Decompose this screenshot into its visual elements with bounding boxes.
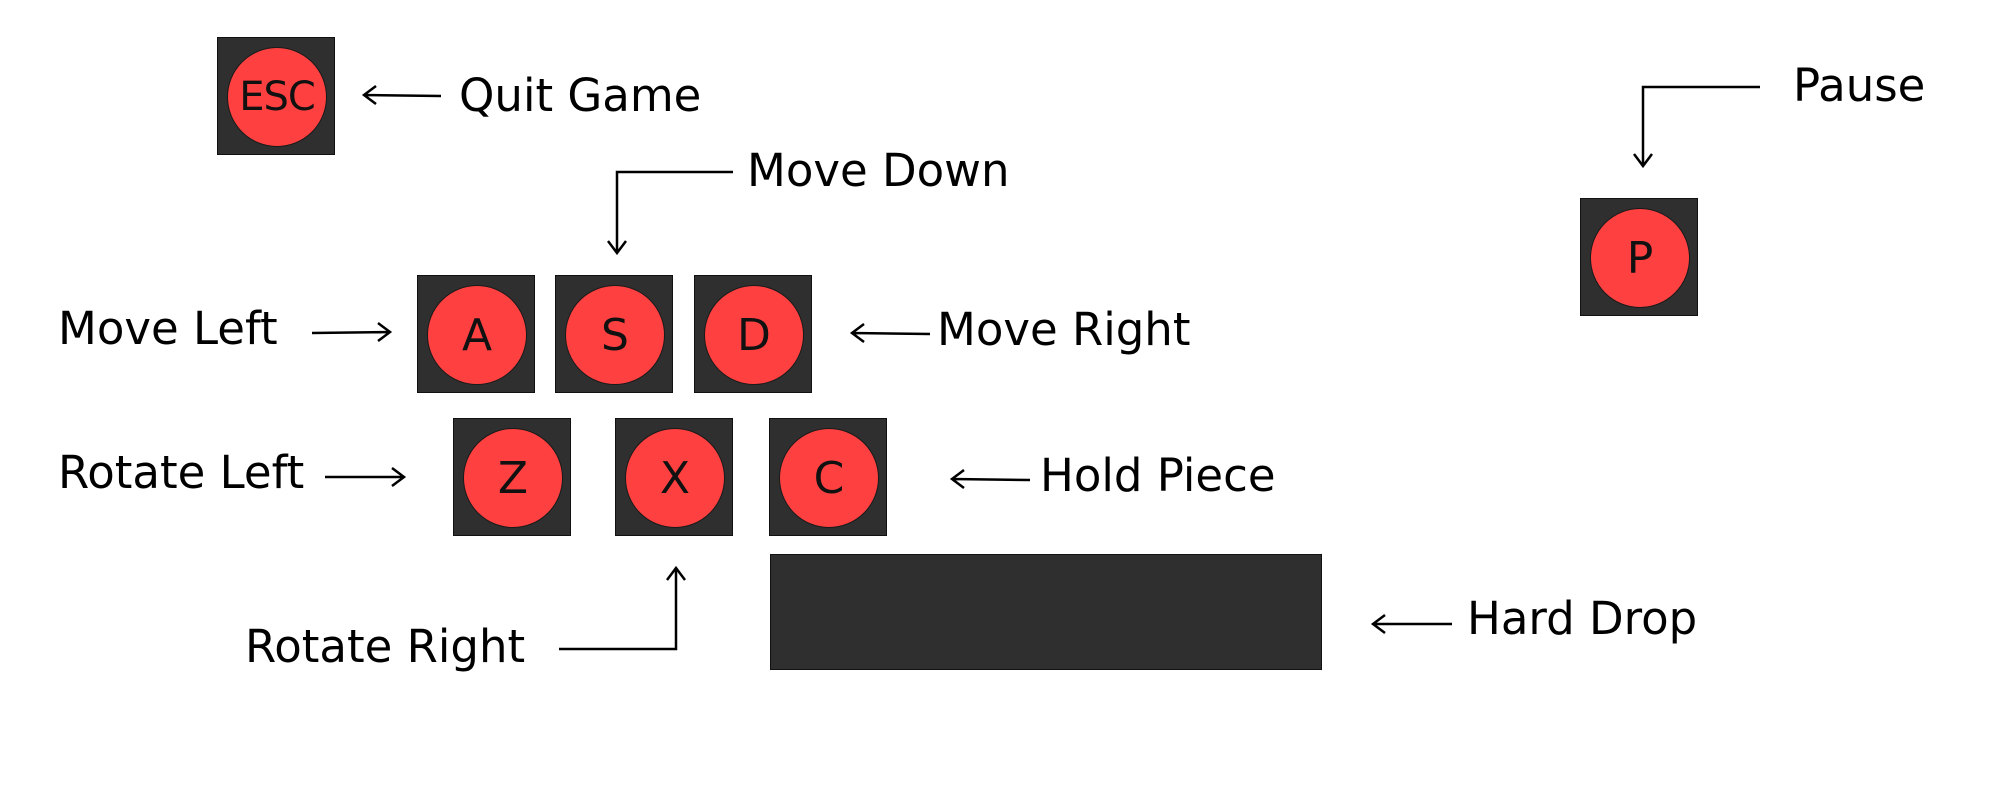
- a-key-label: A: [427, 285, 527, 385]
- esc-key: ESC: [217, 37, 335, 155]
- arrow-hold-piece: [949, 469, 1031, 489]
- arrow-rotate-left: [325, 467, 407, 487]
- c-key: C: [769, 418, 887, 536]
- pause-label: Pause: [1793, 59, 1926, 112]
- move-right-label: Move Right: [937, 303, 1191, 356]
- c-key-label: C: [779, 428, 879, 528]
- move-down-label: Move Down: [747, 144, 1010, 197]
- p-key: P: [1580, 198, 1698, 316]
- arrow-rotate-right: [559, 565, 686, 651]
- x-key-label: X: [625, 428, 725, 528]
- z-key: Z: [453, 418, 571, 536]
- spacebar-key: [770, 554, 1322, 670]
- quit-game-label: Quit Game: [459, 69, 702, 122]
- arrow-move-right: [849, 323, 931, 343]
- a-key: A: [417, 275, 535, 393]
- rotate-right-label: Rotate Right: [245, 620, 526, 673]
- arrow-pause: [1633, 85, 1760, 169]
- p-key-label: P: [1590, 208, 1690, 308]
- esc-key-label: ESC: [227, 47, 327, 147]
- x-key: X: [615, 418, 733, 536]
- d-key: D: [694, 275, 812, 393]
- arrow-hard-drop: [1370, 614, 1452, 634]
- arrow-move-left: [311, 322, 393, 342]
- s-key: S: [555, 275, 673, 393]
- arrow-quit-game: [361, 85, 442, 105]
- move-left-label: Move Left: [58, 302, 278, 355]
- s-key-label: S: [565, 285, 665, 385]
- z-key-label: Z: [463, 428, 563, 528]
- rotate-left-label: Rotate Left: [58, 446, 305, 499]
- arrow-move-down: [607, 170, 733, 256]
- hold-piece-label: Hold Piece: [1040, 449, 1276, 502]
- d-key-label: D: [704, 285, 804, 385]
- hard-drop-label: Hard Drop: [1467, 592, 1698, 645]
